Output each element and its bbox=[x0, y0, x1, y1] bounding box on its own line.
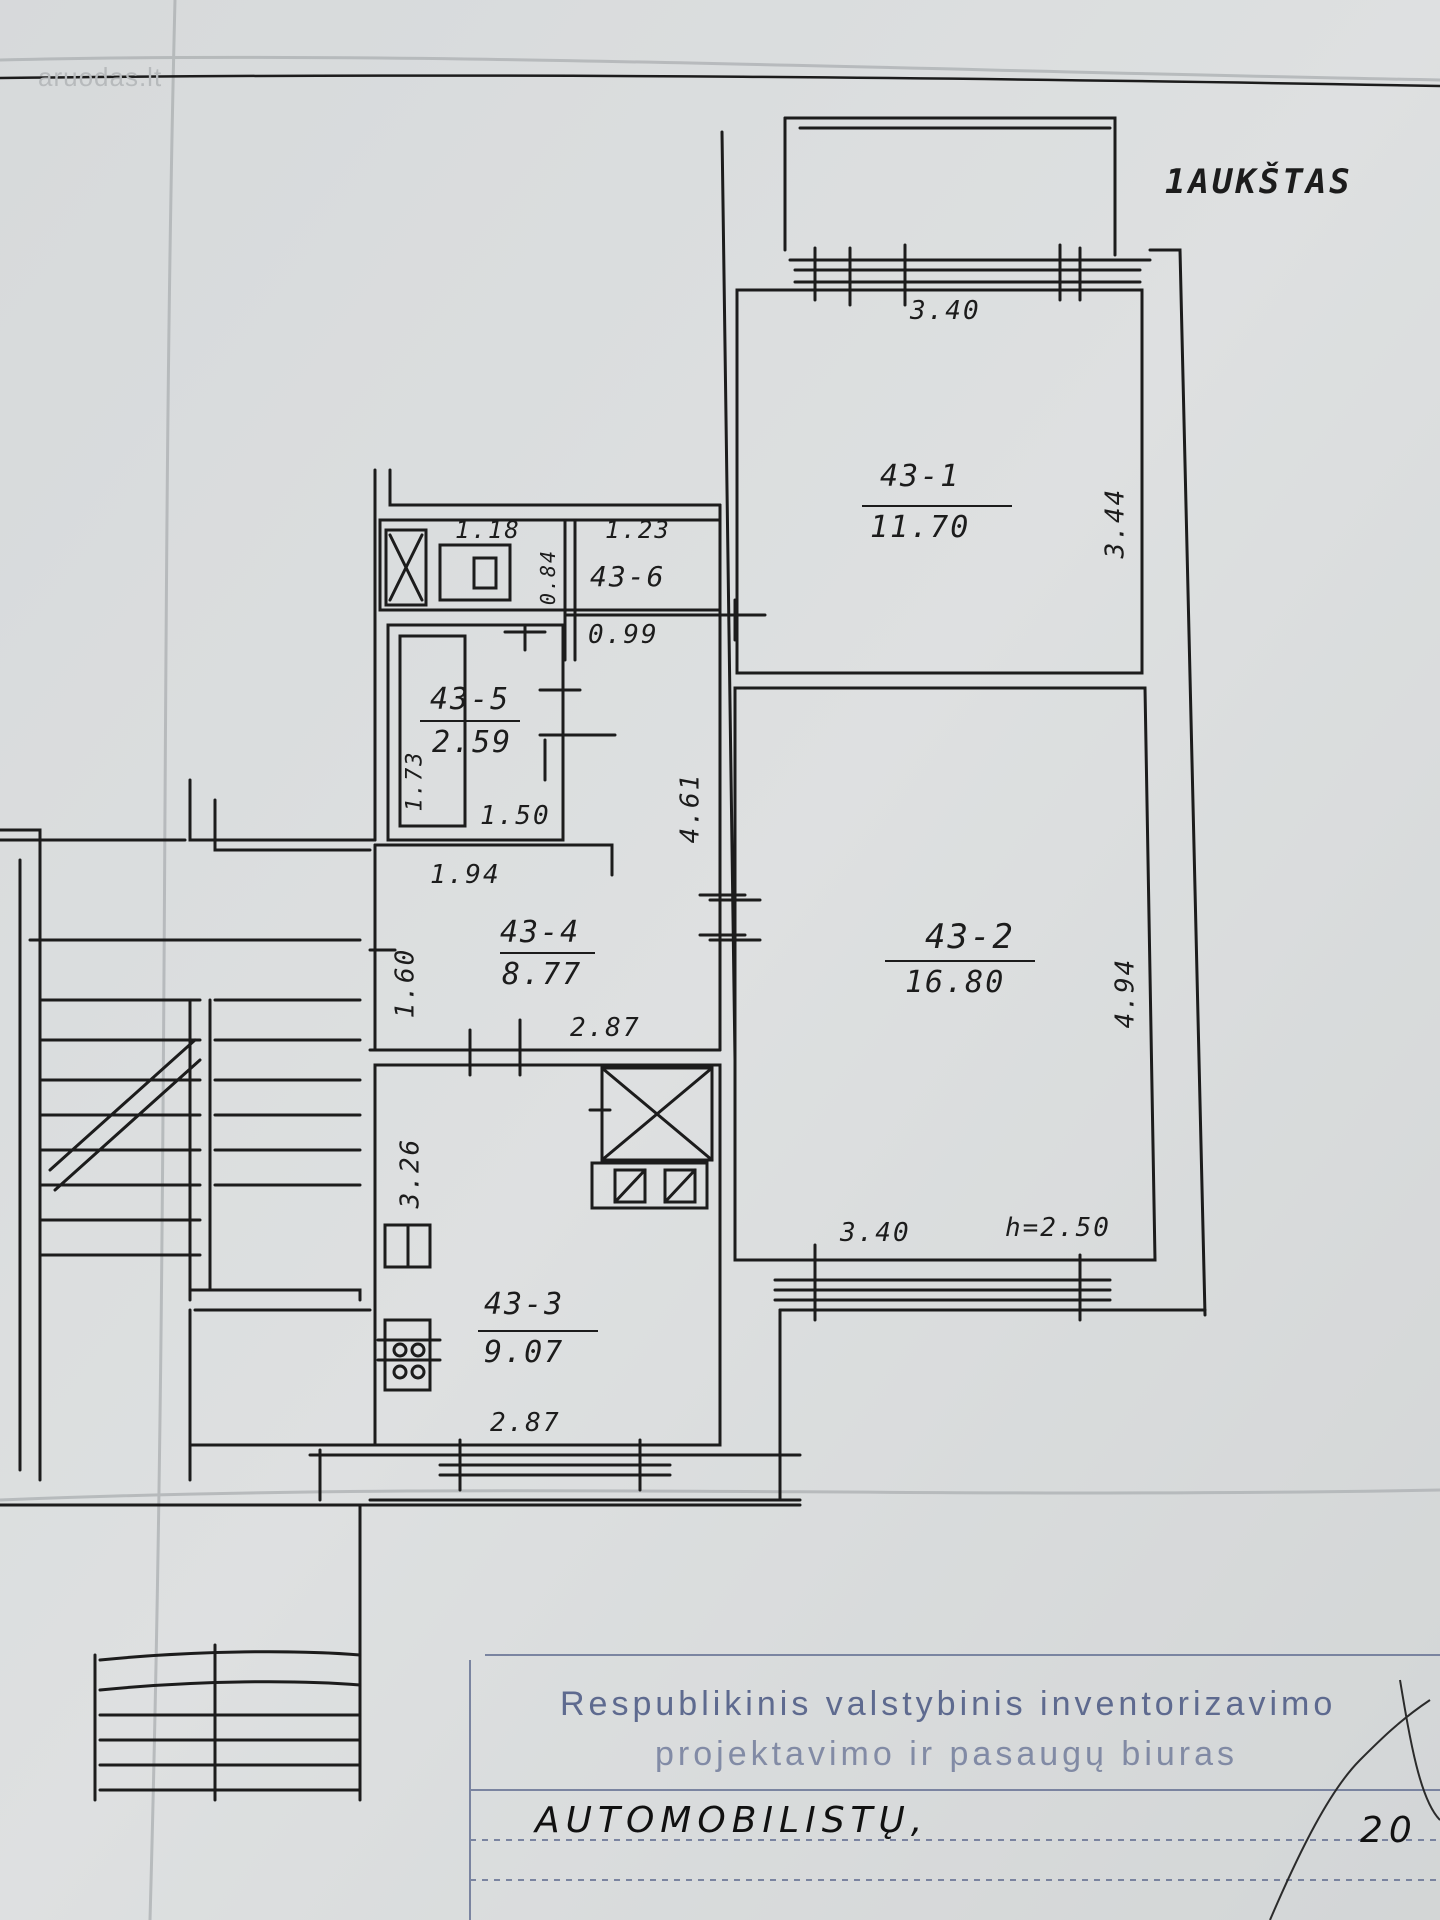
site-watermark: aruodas.lt bbox=[38, 62, 163, 92]
dim-hall-length: 4.61 bbox=[675, 772, 706, 844]
room-label-divider bbox=[862, 505, 1012, 507]
sheet-border-line bbox=[0, 74, 1440, 88]
dim-r5-side: 1.73 bbox=[402, 750, 428, 812]
dim-r2-width: 3.40 bbox=[840, 1218, 911, 1248]
room-area-43-5: 2.59 bbox=[432, 725, 513, 760]
room-area-43-3: 9.07 bbox=[484, 1335, 565, 1370]
room-id-43-4: 43-4 bbox=[500, 915, 581, 950]
dim-r3-bottom: 2.87 bbox=[490, 1408, 561, 1438]
room-label-divider bbox=[500, 952, 595, 954]
dim-wc-width: 1.18 bbox=[455, 516, 521, 544]
room-area-43-1: 11.70 bbox=[870, 510, 971, 545]
room-id-43-5: 43-5 bbox=[430, 682, 511, 717]
dim-r6-width: 1.23 bbox=[605, 516, 671, 544]
dim-r5-inner: 1.50 bbox=[480, 801, 551, 831]
signature-stroke bbox=[1399, 1679, 1440, 1821]
room-id-43-6: 43-6 bbox=[590, 560, 666, 593]
room-area-43-2: 16.80 bbox=[905, 965, 1006, 1000]
signature-mark bbox=[1269, 1699, 1431, 1920]
floor-title: 1AUKŠTAS bbox=[1165, 162, 1353, 202]
dim-r3-side: 3.26 bbox=[395, 1137, 426, 1209]
dim-r4-bottom: 2.87 bbox=[570, 1013, 641, 1043]
room-label-divider bbox=[478, 1330, 598, 1332]
room-id-43-1: 43-1 bbox=[880, 459, 961, 494]
inventory-stamp-frame bbox=[469, 1654, 1440, 1920]
dim-r6-depth: 0.99 bbox=[588, 620, 659, 650]
ceiling-height: h=2.50 bbox=[1005, 1213, 1111, 1243]
room-id-43-3: 43-3 bbox=[484, 1287, 565, 1322]
room-label-divider bbox=[885, 960, 1035, 962]
dim-r4-side: 1.60 bbox=[390, 947, 421, 1019]
stamp-bureau-line-1: Respublikinis valstybinis inventorizavim… bbox=[560, 1685, 1337, 1723]
handwritten-house-number: 20 bbox=[1360, 1810, 1418, 1851]
room-area-43-4: 8.77 bbox=[502, 957, 583, 992]
walls bbox=[0, 116, 1207, 1802]
stamp-bureau-line-2: projektavimo ir pasaugų biuras bbox=[655, 1735, 1239, 1773]
dim-r1-length: 3.44 bbox=[1100, 487, 1131, 559]
room-id-43-2: 43-2 bbox=[925, 917, 1015, 957]
dim-r2-length: 4.94 bbox=[1110, 957, 1141, 1029]
dim-r5-width: 1.94 bbox=[430, 860, 501, 890]
room-label-divider bbox=[420, 720, 520, 722]
dim-wc-depth: 0.84 bbox=[536, 548, 561, 606]
handwritten-street-name: AUTOMOBILISTŲ, bbox=[535, 1800, 929, 1841]
dim-r1-width: 3.40 bbox=[910, 296, 981, 326]
